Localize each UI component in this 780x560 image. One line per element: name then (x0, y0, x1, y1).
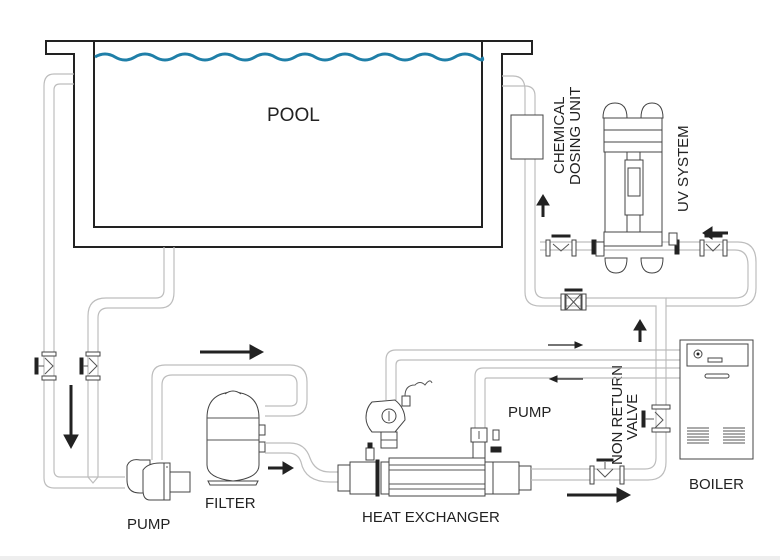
bottom-strip (0, 556, 780, 560)
arrow-uv-inlet (702, 226, 728, 240)
hx-outlet-pipe (531, 318, 667, 481)
chemical-dosing-label-2: DOSING UNIT (567, 87, 584, 185)
arrow-up-to-dosing (536, 194, 550, 217)
left-valve-1[interactable] (34, 351, 57, 381)
non-return-valve-label-2: VALVE (624, 394, 641, 440)
arrow-boiler-return (548, 375, 583, 383)
arrow-down-from-pool (63, 385, 79, 450)
uv-inlet-valve[interactable] (699, 234, 728, 257)
heat-exchanger[interactable] (337, 442, 532, 497)
pool-label: POOL (267, 105, 320, 126)
circulation-pump-label: PUMP (508, 404, 551, 421)
uv-loop-pipes (502, 75, 757, 318)
chemical-dosing-unit[interactable] (510, 114, 544, 160)
suction-pipes (34, 73, 175, 489)
return-isolator[interactable] (470, 427, 502, 459)
riser-valve[interactable] (641, 404, 671, 433)
main-pump-label: PUMP (127, 516, 170, 533)
water-surface (94, 52, 485, 62)
filter-label: FILTER (205, 495, 256, 512)
boiler-vent-left (687, 427, 709, 444)
uv-system-label: UV SYSTEM (675, 125, 692, 212)
pump-to-filter-pipe (151, 364, 308, 460)
non-return-valve[interactable] (589, 458, 625, 485)
boiler-label: BOILER (689, 476, 744, 493)
arrow-pump-to-filter (200, 344, 265, 360)
main-pump[interactable] (126, 459, 191, 501)
non-return-valve-label-1: NON RETURN (609, 365, 626, 465)
arrow-boiler-flow (548, 341, 584, 349)
arrow-filter-to-hx (268, 461, 294, 475)
arrow-hx-outlet (567, 487, 632, 503)
chemical-dosing-label-1: CHEMICAL (551, 96, 568, 174)
pool: POOL (45, 40, 533, 248)
sand-filter[interactable] (206, 390, 266, 486)
uv-system[interactable] (591, 102, 680, 274)
circulation-pump[interactable] (365, 380, 433, 449)
arrow-up-to-uv (633, 319, 647, 342)
heat-exchanger-label: HEAT EXCHANGER (362, 509, 500, 526)
boiler[interactable] (679, 339, 754, 460)
uv-outlet-valve[interactable] (545, 234, 577, 257)
boiler-loop-pipes (385, 349, 680, 430)
left-valve-2[interactable] (79, 351, 101, 381)
pool-inner-wall (93, 41, 483, 228)
bypass-valve[interactable] (560, 288, 587, 311)
filter-to-hx-pipe (265, 442, 345, 483)
boiler-vent-right (723, 427, 745, 444)
pool-outer-wall (45, 40, 533, 248)
